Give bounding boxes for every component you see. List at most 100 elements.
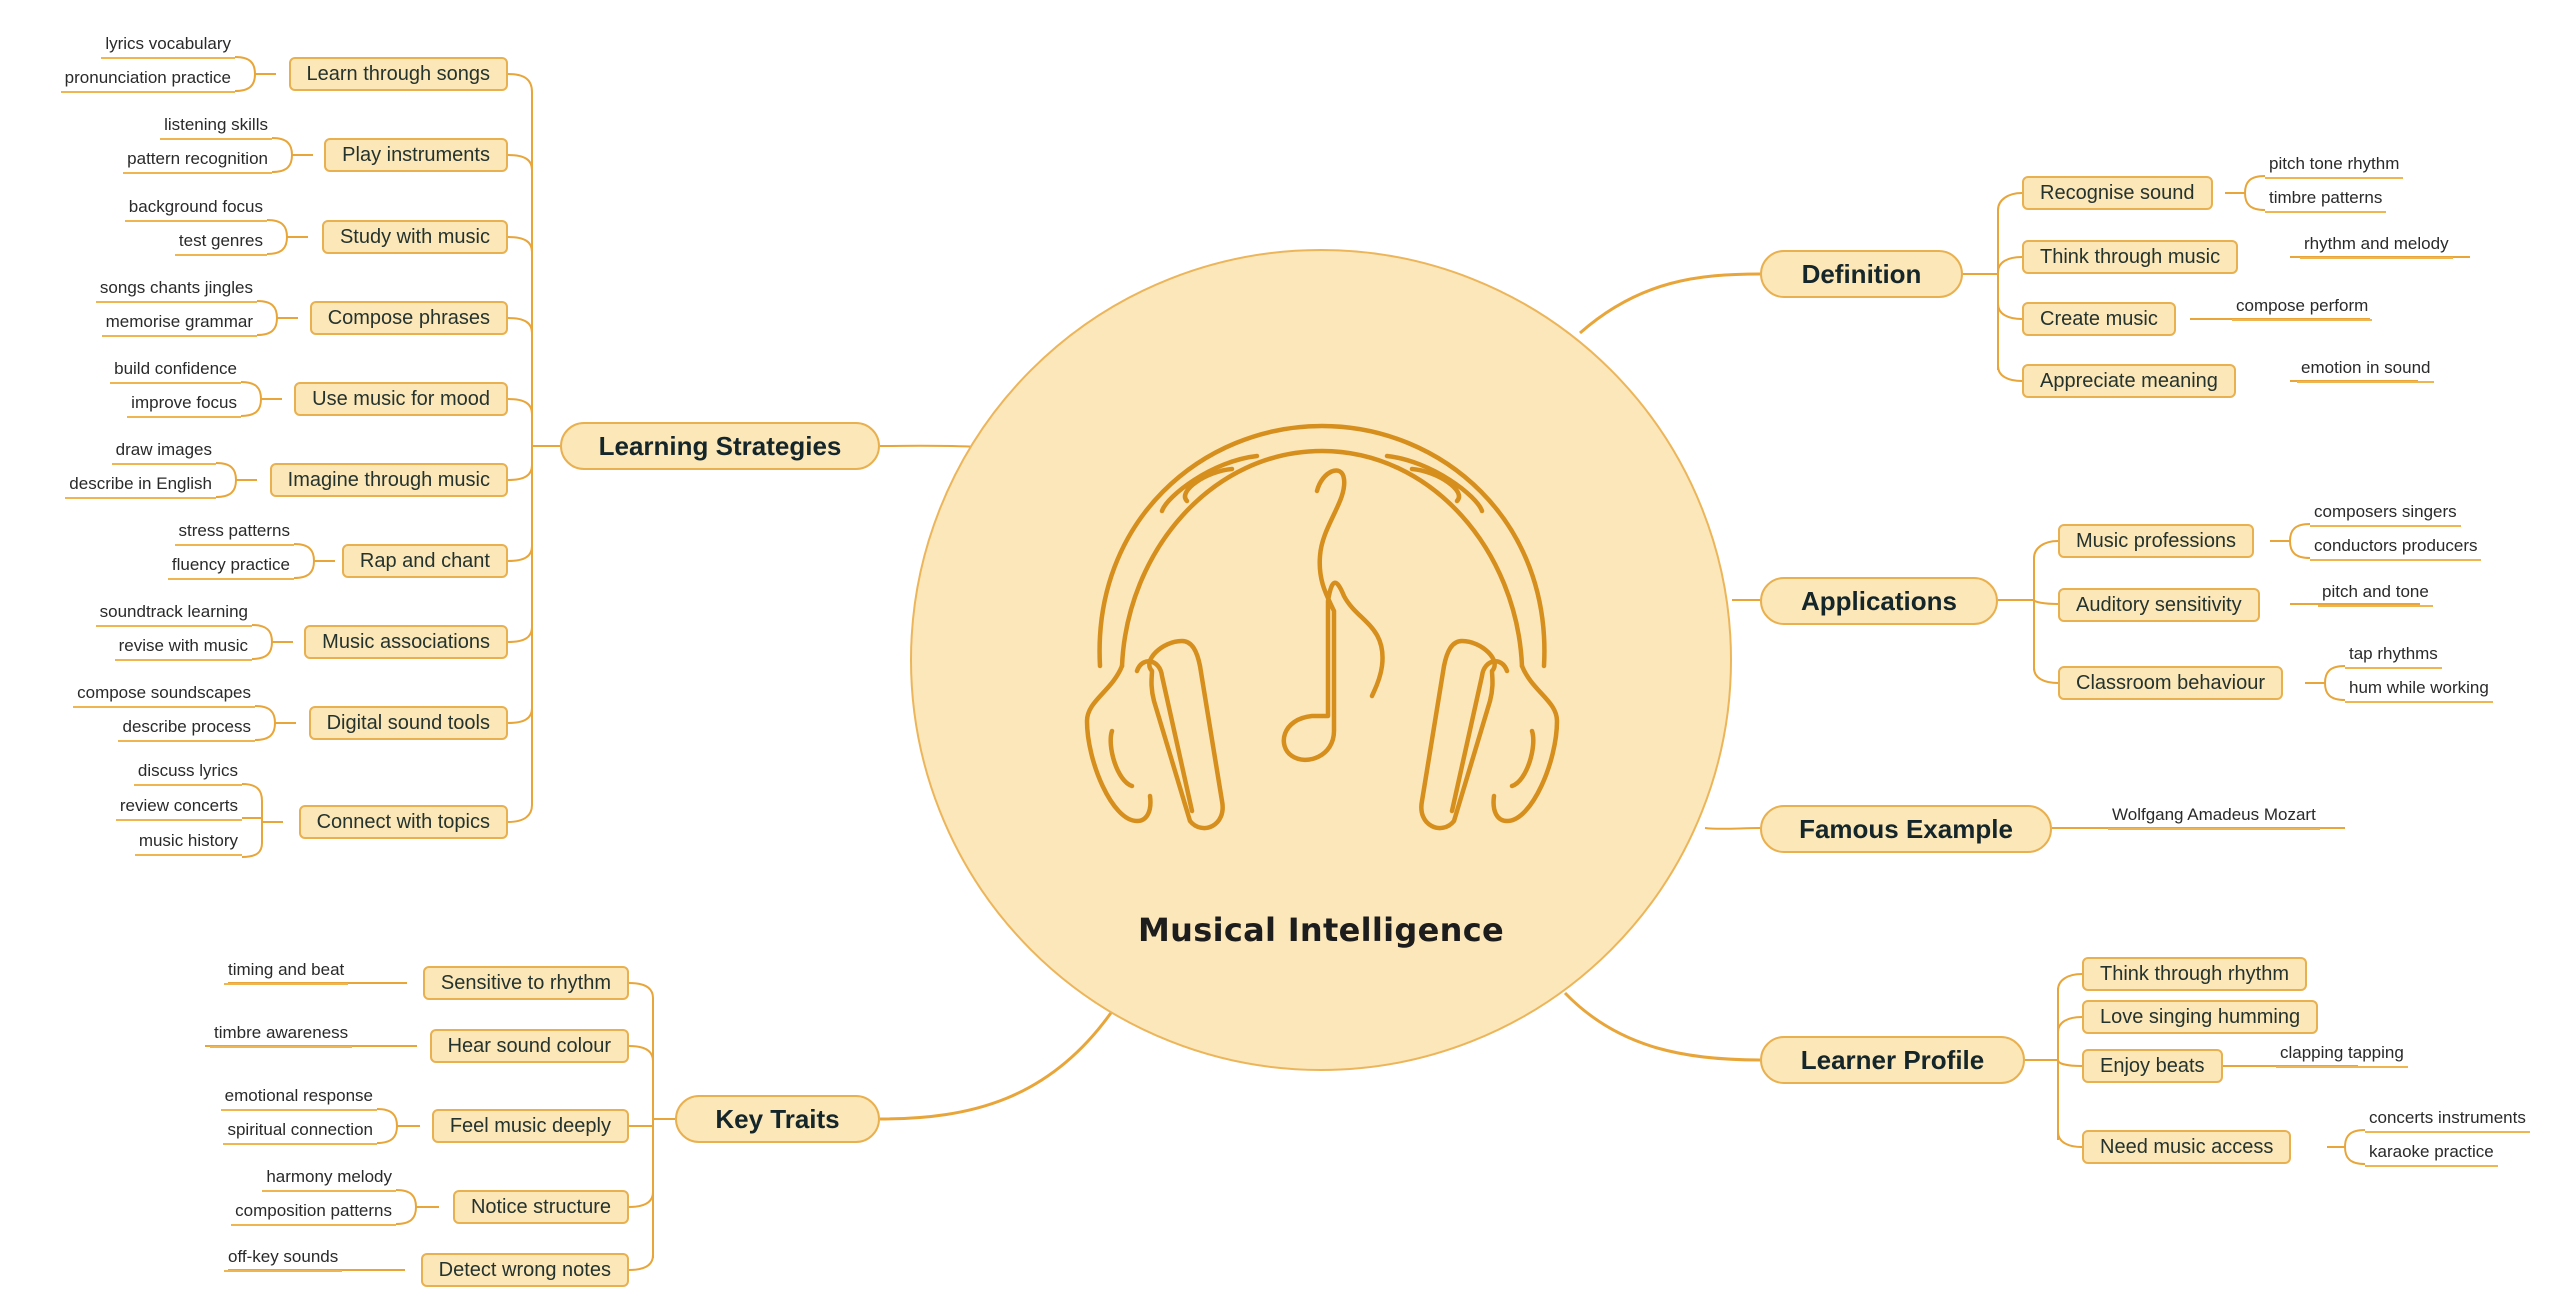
- subtopic-label: Appreciate meaning: [2040, 369, 2218, 392]
- leaf-concerts-instruments[interactable]: concerts instruments: [2365, 1108, 2530, 1133]
- subtopic-music-associations[interactable]: Music associations: [304, 625, 508, 659]
- leaf-hum-while-working[interactable]: hum while working: [2345, 678, 2493, 703]
- leaf-timbre-awareness[interactable]: timbre awareness: [210, 1023, 353, 1048]
- leaf-pronunciation-practice[interactable]: pronunciation practice: [60, 68, 235, 93]
- subtopic-label: Auditory sensitivity: [2076, 593, 2242, 616]
- subtopic-label: Classroom behaviour: [2076, 671, 2265, 694]
- subtopic-label: Notice structure: [470, 1195, 611, 1218]
- subtopic-label: Create music: [2040, 307, 2158, 330]
- leaf-discuss-lyrics[interactable]: discuss lyrics: [133, 761, 242, 786]
- leaf-timing-and-beat[interactable]: timing and beat: [224, 960, 349, 985]
- subtopic-classroom-behaviour[interactable]: Classroom behaviour: [2058, 666, 2283, 700]
- leaf-lyrics-vocabulary[interactable]: lyrics vocabulary: [101, 34, 235, 59]
- branch-key-traits[interactable]: Key Traits: [675, 1095, 880, 1143]
- branch-famous-example[interactable]: Famous Example: [1760, 805, 2052, 853]
- leaf-review-concerts[interactable]: review concerts: [115, 796, 242, 821]
- leaf-composition-patterns[interactable]: composition patterns: [231, 1201, 396, 1226]
- subtopic-study-with-music[interactable]: Study with music: [321, 220, 508, 254]
- leaf-timbre-patterns[interactable]: timbre patterns: [2265, 188, 2387, 213]
- subtopic-need-music-access[interactable]: Need music access: [2082, 1130, 2292, 1164]
- subtopic-hear-sound-colour[interactable]: Hear sound colour: [429, 1029, 629, 1063]
- leaf-fluency-practice[interactable]: fluency practice: [167, 555, 294, 580]
- subtopic-label: Connect with topics: [316, 810, 490, 833]
- leaf-pattern-recognition[interactable]: pattern recognition: [123, 149, 272, 174]
- subtopic-label: Hear sound colour: [447, 1034, 611, 1057]
- subtopic-notice-structure[interactable]: Notice structure: [452, 1190, 629, 1224]
- branch-definition[interactable]: Definition: [1760, 250, 1963, 298]
- branch-label: Key Traits: [715, 1103, 840, 1134]
- subtopic-label: Enjoy beats: [2100, 1054, 2205, 1077]
- subtopic-label: Study with music: [339, 225, 490, 248]
- leaf-describe-in-english[interactable]: describe in English: [65, 474, 216, 499]
- subtopic-rap-and-chant[interactable]: Rap and chant: [341, 544, 508, 578]
- leaf-stress-patterns[interactable]: stress patterns: [174, 521, 294, 546]
- leaf-rhythm-and-melody[interactable]: rhythm and melody: [2300, 234, 2453, 259]
- leaf-compose-perform[interactable]: compose perform: [2232, 296, 2373, 321]
- leaf-conductors-producers[interactable]: conductors producers: [2310, 536, 2482, 561]
- leaf-listening-skills[interactable]: listening skills: [160, 115, 272, 140]
- subtopic-recognise-sound[interactable]: Recognise sound: [2022, 176, 2213, 210]
- leaf-spiritual-connection[interactable]: spiritual connection: [223, 1120, 377, 1145]
- subtopic-think-through-music[interactable]: Think through music: [2022, 240, 2239, 274]
- branch-label: Learning Strategies: [598, 430, 842, 461]
- subtopic-digital-sound-tools[interactable]: Digital sound tools: [308, 706, 508, 740]
- leaf-clapping-tapping[interactable]: clapping tapping: [2276, 1043, 2408, 1068]
- branch-label: Applications: [1800, 585, 1957, 616]
- subtopic-feel-music-deeply[interactable]: Feel music deeply: [431, 1109, 629, 1143]
- subtopic-music-professions[interactable]: Music professions: [2058, 524, 2255, 558]
- subtopic-imagine-through-music[interactable]: Imagine through music: [269, 463, 508, 497]
- leaf-test-genres[interactable]: test genres: [174, 231, 267, 256]
- leaf-tap-rhythms[interactable]: tap rhythms: [2345, 644, 2442, 669]
- subtopic-think-through-rhythm[interactable]: Think through rhythm: [2082, 957, 2307, 991]
- leaf-memorise-grammar[interactable]: memorise grammar: [101, 312, 257, 337]
- subtopic-use-music-for-mood[interactable]: Use music for mood: [294, 382, 508, 416]
- leaf-emotion-in-sound[interactable]: emotion in sound: [2297, 358, 2435, 383]
- leaf-soundtrack-learning[interactable]: soundtrack learning: [95, 602, 252, 627]
- leaf-compose-soundscapes[interactable]: compose soundscapes: [73, 683, 255, 708]
- leaf-songs-chants-jingles[interactable]: songs chants jingles: [95, 278, 257, 303]
- branch-applications[interactable]: Applications: [1760, 577, 1998, 625]
- leaf-pitch-and-tone[interactable]: pitch and tone: [2318, 582, 2433, 607]
- subtopic-create-music[interactable]: Create music: [2022, 302, 2176, 336]
- central-topic-node[interactable]: Musical Intelligence: [910, 249, 1732, 1071]
- headphones-music-note-icon: [1084, 423, 1560, 831]
- branch-learner-profile[interactable]: Learner Profile: [1760, 1036, 2025, 1084]
- subtopic-auditory-sensitivity[interactable]: Auditory sensitivity: [2058, 588, 2260, 622]
- subtopic-label: Music professions: [2076, 529, 2237, 552]
- subtopic-label: Imagine through music: [287, 468, 490, 491]
- subtopic-sensitive-to-rhythm[interactable]: Sensitive to rhythm: [422, 966, 629, 1000]
- leaf-off-key-sounds[interactable]: off-key sounds: [224, 1247, 343, 1272]
- leaf-pitch-tone-rhythm[interactable]: pitch tone rhythm: [2265, 154, 2404, 179]
- leaf-harmony-melody[interactable]: harmony melody: [262, 1167, 396, 1192]
- subtopic-label: Think through music: [2040, 245, 2221, 268]
- leaf-revise-with-music[interactable]: revise with music: [114, 636, 252, 661]
- leaf-improve-focus[interactable]: improve focus: [127, 393, 241, 418]
- subtopic-appreciate-meaning[interactable]: Appreciate meaning: [2022, 364, 2236, 398]
- subtopic-play-instruments[interactable]: Play instruments: [324, 138, 508, 172]
- leaf-composers-singers[interactable]: composers singers: [2310, 502, 2461, 527]
- leaf-karaoke-practice[interactable]: karaoke practice: [2365, 1142, 2498, 1167]
- leaf-describe-process[interactable]: describe process: [118, 717, 255, 742]
- leaf-wolfgang-amadeus-mozart[interactable]: Wolfgang Amadeus Mozart: [2108, 805, 2320, 830]
- branch-label: Famous Example: [1799, 813, 2013, 844]
- subtopic-label: Play instruments: [342, 143, 490, 166]
- subtopic-love-singing-humming[interactable]: Love singing humming: [2082, 1000, 2319, 1034]
- subtopic-detect-wrong-notes[interactable]: Detect wrong notes: [420, 1253, 629, 1287]
- subtopic-label: Use music for mood: [312, 387, 490, 410]
- branch-learning-strategies[interactable]: Learning Strategies: [560, 422, 880, 470]
- subtopic-label: Recognise sound: [2040, 181, 2195, 204]
- leaf-draw-images[interactable]: draw images: [111, 440, 216, 465]
- subtopic-learn-through-songs[interactable]: Learn through songs: [288, 57, 508, 91]
- leaf-background-focus[interactable]: background focus: [124, 197, 267, 222]
- subtopic-enjoy-beats[interactable]: Enjoy beats: [2082, 1049, 2223, 1083]
- branch-label: Definition: [1801, 258, 1922, 289]
- leaf-music-history[interactable]: music history: [134, 831, 242, 856]
- subtopic-compose-phrases[interactable]: Compose phrases: [309, 301, 508, 335]
- leaf-build-confidence[interactable]: build confidence: [110, 359, 241, 384]
- subtopic-label: Sensitive to rhythm: [440, 971, 611, 994]
- leaf-emotional-response[interactable]: emotional response: [220, 1086, 377, 1111]
- subtopic-connect-with-topics[interactable]: Connect with topics: [298, 805, 508, 839]
- subtopic-label: Music associations: [322, 630, 490, 653]
- subtopic-label: Digital sound tools: [326, 711, 490, 734]
